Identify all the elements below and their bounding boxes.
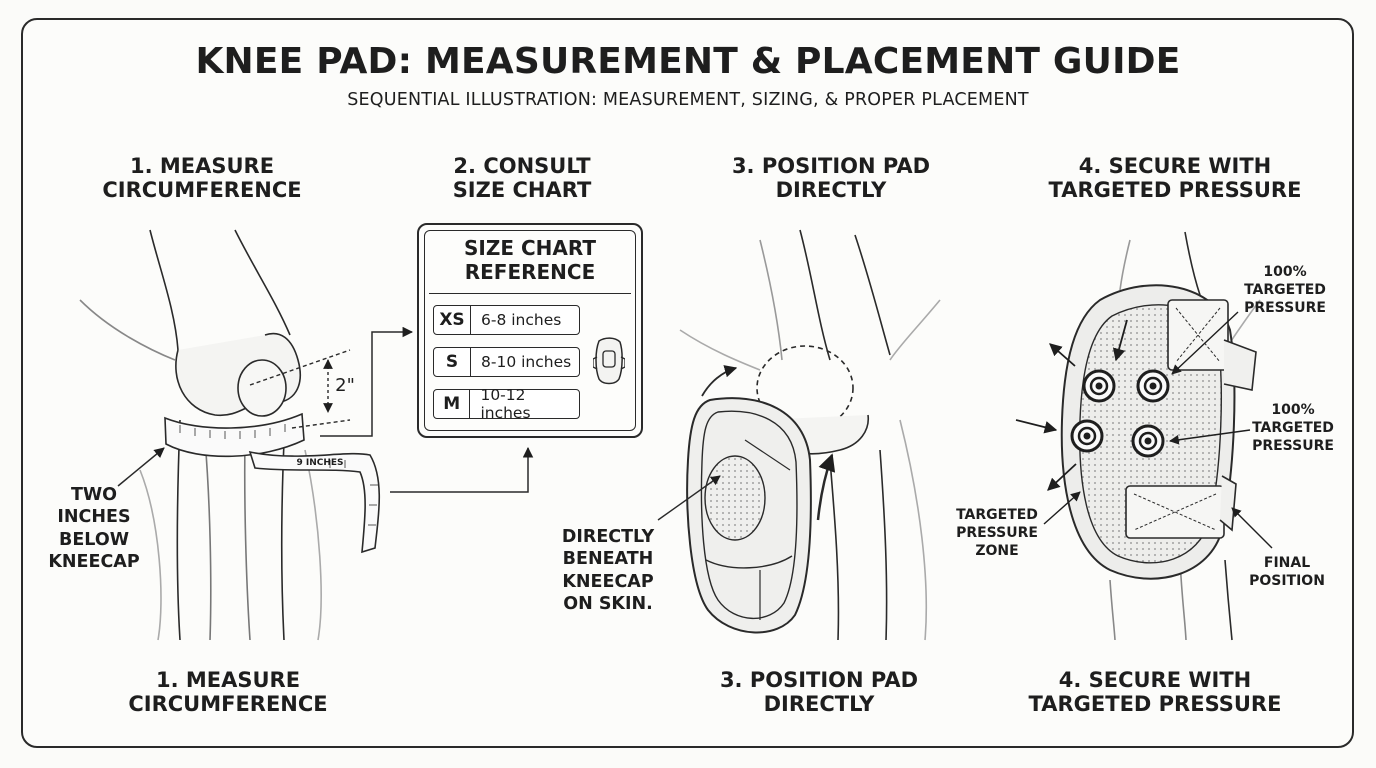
position-arrows [657,365,836,521]
offset-dimension [249,349,351,429]
tape-label: 9 INCHES [296,458,344,468]
knee-pad-step3 [686,397,812,634]
page-subtitle: SEQUENTIAL ILLUSTRATION: MEASUREMENT, SI… [347,90,1029,110]
knee-anatomy-measure [79,229,322,641]
offset-label: 2" [335,375,355,396]
pressure-points [1070,369,1170,458]
size-row-s: S 8-10 inches [433,347,580,377]
page-title: KNEE PAD: MEASUREMENT & PLACEMENT GUIDE [195,41,1181,82]
size-row-m: M 10-12 inches [433,386,580,422]
flow-arrows [117,326,534,493]
measuring-tape [164,412,381,554]
knee-pad-icon [593,337,625,385]
pressure-arrows [1015,311,1273,549]
size-row-xs: XS 6-8 inches [433,305,580,335]
